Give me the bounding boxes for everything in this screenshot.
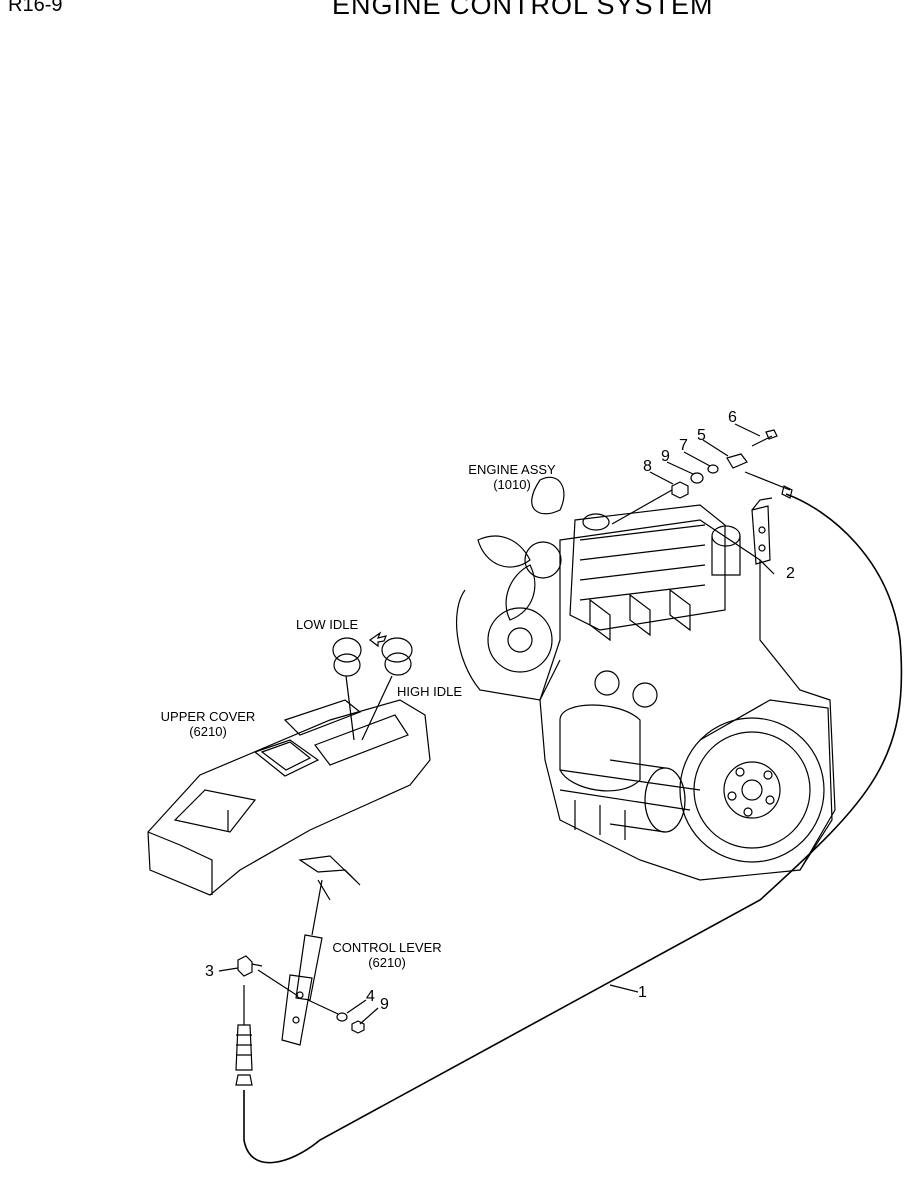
- washer-9-engine: [690, 472, 704, 484]
- label-high-idle: HIGH IDLE: [397, 684, 463, 699]
- washer-7: [707, 464, 719, 474]
- control-lever-code: (6210): [368, 955, 406, 970]
- page-code: R16-9: [8, 0, 63, 16]
- label-control-lever: CONTROL LEVER (6210): [322, 940, 452, 970]
- callout-2: 2: [786, 565, 795, 582]
- label-low-idle: LOW IDLE: [296, 617, 359, 632]
- washer-4: [336, 1012, 348, 1022]
- control-lever: [281, 879, 323, 1046]
- callout-4: 4: [366, 988, 375, 1005]
- callout-3: 3: [205, 963, 214, 980]
- cable-bracket: [751, 497, 773, 565]
- callout-1: 1: [638, 984, 647, 1001]
- throttle-cable: [243, 493, 903, 1164]
- nut-8: [671, 481, 689, 499]
- flywheel: [679, 717, 825, 863]
- engine-assembly: [455, 476, 836, 881]
- nut-9-lever: [351, 1020, 365, 1034]
- page-title: ENGINE CONTROL SYSTEM: [332, 0, 714, 20]
- label-engine-assy: ENGINE ASSY (1010): [460, 462, 564, 492]
- control-lever-name: CONTROL LEVER: [332, 940, 442, 955]
- engine-assy-code: (1010): [493, 477, 531, 492]
- callout-8: 8: [643, 458, 652, 475]
- upper-cover: [147, 699, 431, 896]
- idle-levers: [332, 631, 413, 741]
- callout-9-lever: 9: [380, 996, 389, 1013]
- upper-cover-name: UPPER COVER: [160, 709, 256, 724]
- label-upper-cover: UPPER COVER (6210): [152, 709, 264, 739]
- bolt-6: [751, 429, 778, 447]
- cable-adjuster: [235, 1024, 253, 1086]
- upper-cover-code: (6210): [189, 724, 227, 739]
- engine-fan: [477, 476, 565, 621]
- callout-5: 5: [697, 427, 706, 444]
- engine-assy-name: ENGINE ASSY: [468, 462, 556, 477]
- cable-end-engine: [744, 471, 793, 499]
- direction-arrow: [368, 631, 387, 648]
- callout-9-engine: 9: [661, 448, 670, 465]
- ball-joint-3: [237, 955, 263, 977]
- clamp-5: [726, 453, 748, 469]
- callout-6: 6: [728, 409, 737, 426]
- callout-7: 7: [679, 437, 688, 454]
